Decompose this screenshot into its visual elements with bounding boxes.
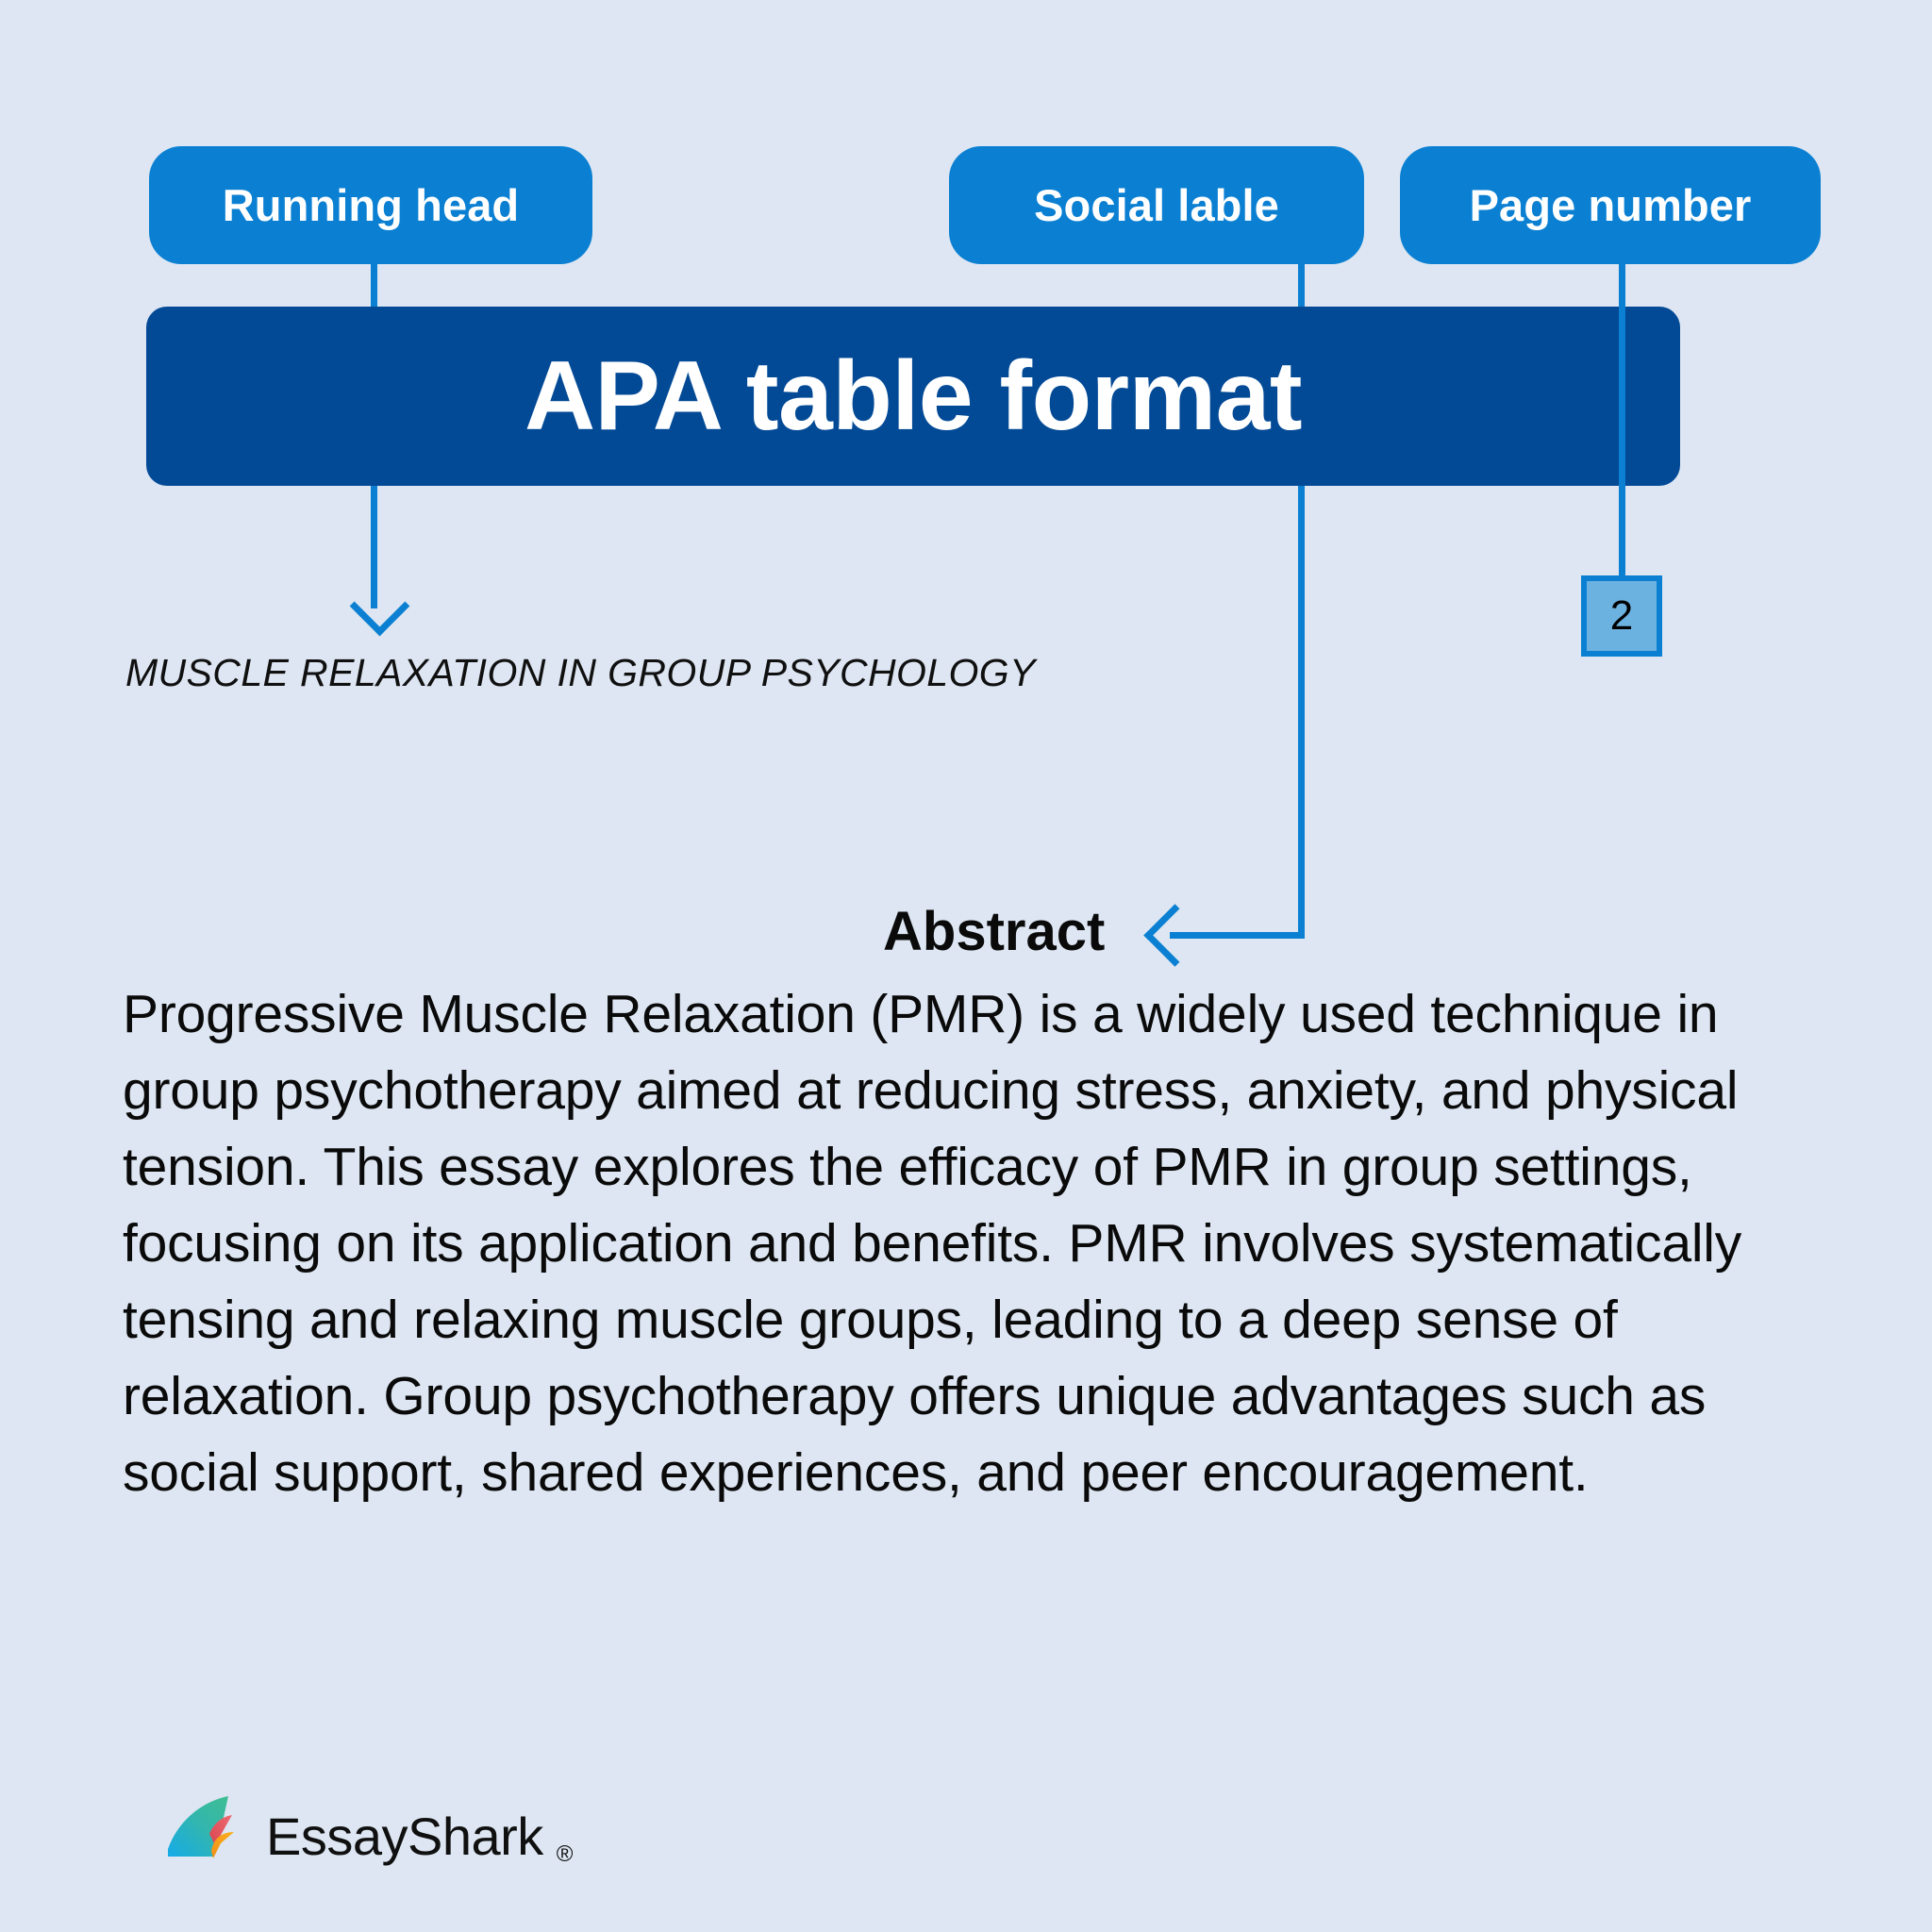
callout-social-label[interactable]: Social lable	[949, 146, 1364, 264]
page-number-box: 2	[1581, 575, 1662, 657]
page-title: APA table format	[524, 341, 1303, 451]
callout-page-number[interactable]: Page number	[1400, 146, 1821, 264]
shark-fin-icon	[162, 1790, 253, 1881]
connector-running-head-upper	[371, 262, 377, 319]
connector-social-label-lower	[1298, 476, 1305, 932]
title-bar: APA table format	[146, 307, 1680, 486]
connector-running-head-lower	[371, 476, 377, 608]
connector-social-label-elbow	[1170, 932, 1305, 939]
connector-social-label-upper	[1298, 262, 1305, 319]
callout-running-head-label: Running head	[222, 180, 520, 230]
running-head-text: MUSCLE RELAXATION IN GROUP PSYCHOLOGY	[125, 651, 1036, 694]
callout-social-label-label: Social lable	[1034, 180, 1279, 230]
abstract-heading: Abstract	[883, 901, 1106, 962]
arrowhead-down-icon	[349, 575, 410, 637]
callout-page-number-label: Page number	[1469, 180, 1752, 230]
arrowhead-left-icon	[1143, 904, 1207, 967]
page-number-value: 2	[1609, 592, 1634, 639]
callout-running-head[interactable]: Running head	[149, 146, 592, 264]
abstract-body-text: Progressive Muscle Relaxation (PMR) is a…	[123, 984, 1742, 1503]
registered-trademark-icon: ®	[556, 1841, 574, 1867]
connector-page-number	[1619, 262, 1625, 579]
logo-wordmark: EssayShark	[266, 1806, 543, 1866]
essayshark-logo: EssayShark ®	[162, 1790, 573, 1881]
